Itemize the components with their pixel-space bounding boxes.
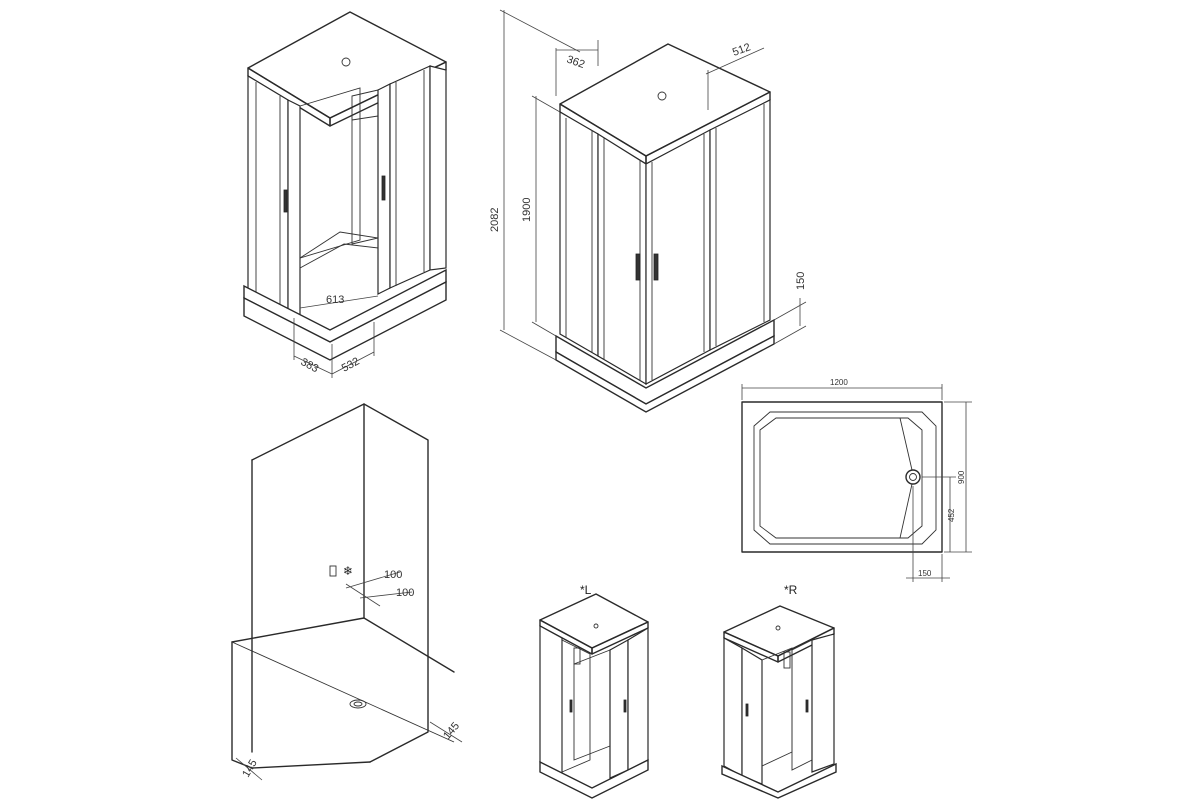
cabin-variant-right: *R <box>721 583 837 799</box>
cabin-closed-view: 362 512 2082 1900 150 <box>489 9 807 413</box>
door-handle-icon <box>623 699 627 713</box>
roof-shower-icon <box>657 91 667 101</box>
dim-label: 512 <box>731 41 752 59</box>
dim-label: 383 <box>299 356 321 375</box>
dim-label: 2082 <box>489 208 501 232</box>
floor-drain-icon <box>349 699 367 709</box>
door-handle-icon <box>745 703 749 717</box>
tray-plan-view: 1200 900 452 150 <box>741 378 972 582</box>
shower-panel-icon <box>573 647 581 665</box>
cabin-open-view: 613 383 532 <box>243 11 447 378</box>
dim-label: 100 <box>396 587 414 599</box>
variant-label: *R <box>784 583 798 597</box>
door-handle-icon <box>381 175 386 201</box>
door-handle-icon <box>283 189 288 213</box>
dim-label: 1900 <box>521 198 533 222</box>
water-outlet-icon <box>329 565 337 577</box>
door-handle-icon <box>569 699 573 713</box>
dim-label: 900 <box>957 470 966 484</box>
snowflake-icon: ❄ <box>343 564 353 578</box>
drain-icon <box>905 469 921 485</box>
variant-label: *L <box>580 583 592 597</box>
door-handle-icon <box>653 253 659 281</box>
dim-label: 613 <box>326 294 344 306</box>
door-handle-icon <box>635 253 641 281</box>
wall-installation-view: ❄ 100 100 145 145 <box>231 403 463 781</box>
dim-label: 145 <box>441 720 462 742</box>
cabin-variant-left: *L <box>539 583 649 799</box>
dim-label: 150 <box>918 569 932 578</box>
dim-label: 452 <box>947 508 956 522</box>
dim-label: 100 <box>384 569 402 581</box>
dim-label: 532 <box>340 355 362 374</box>
door-handle-icon <box>805 699 809 713</box>
dim-label: 362 <box>565 54 586 72</box>
dim-label: 1200 <box>830 378 848 387</box>
roof-shower-icon <box>341 57 351 67</box>
shower-panel-icon <box>783 651 791 669</box>
dim-label: 145 <box>240 758 260 780</box>
dim-label: 150 <box>795 272 807 290</box>
